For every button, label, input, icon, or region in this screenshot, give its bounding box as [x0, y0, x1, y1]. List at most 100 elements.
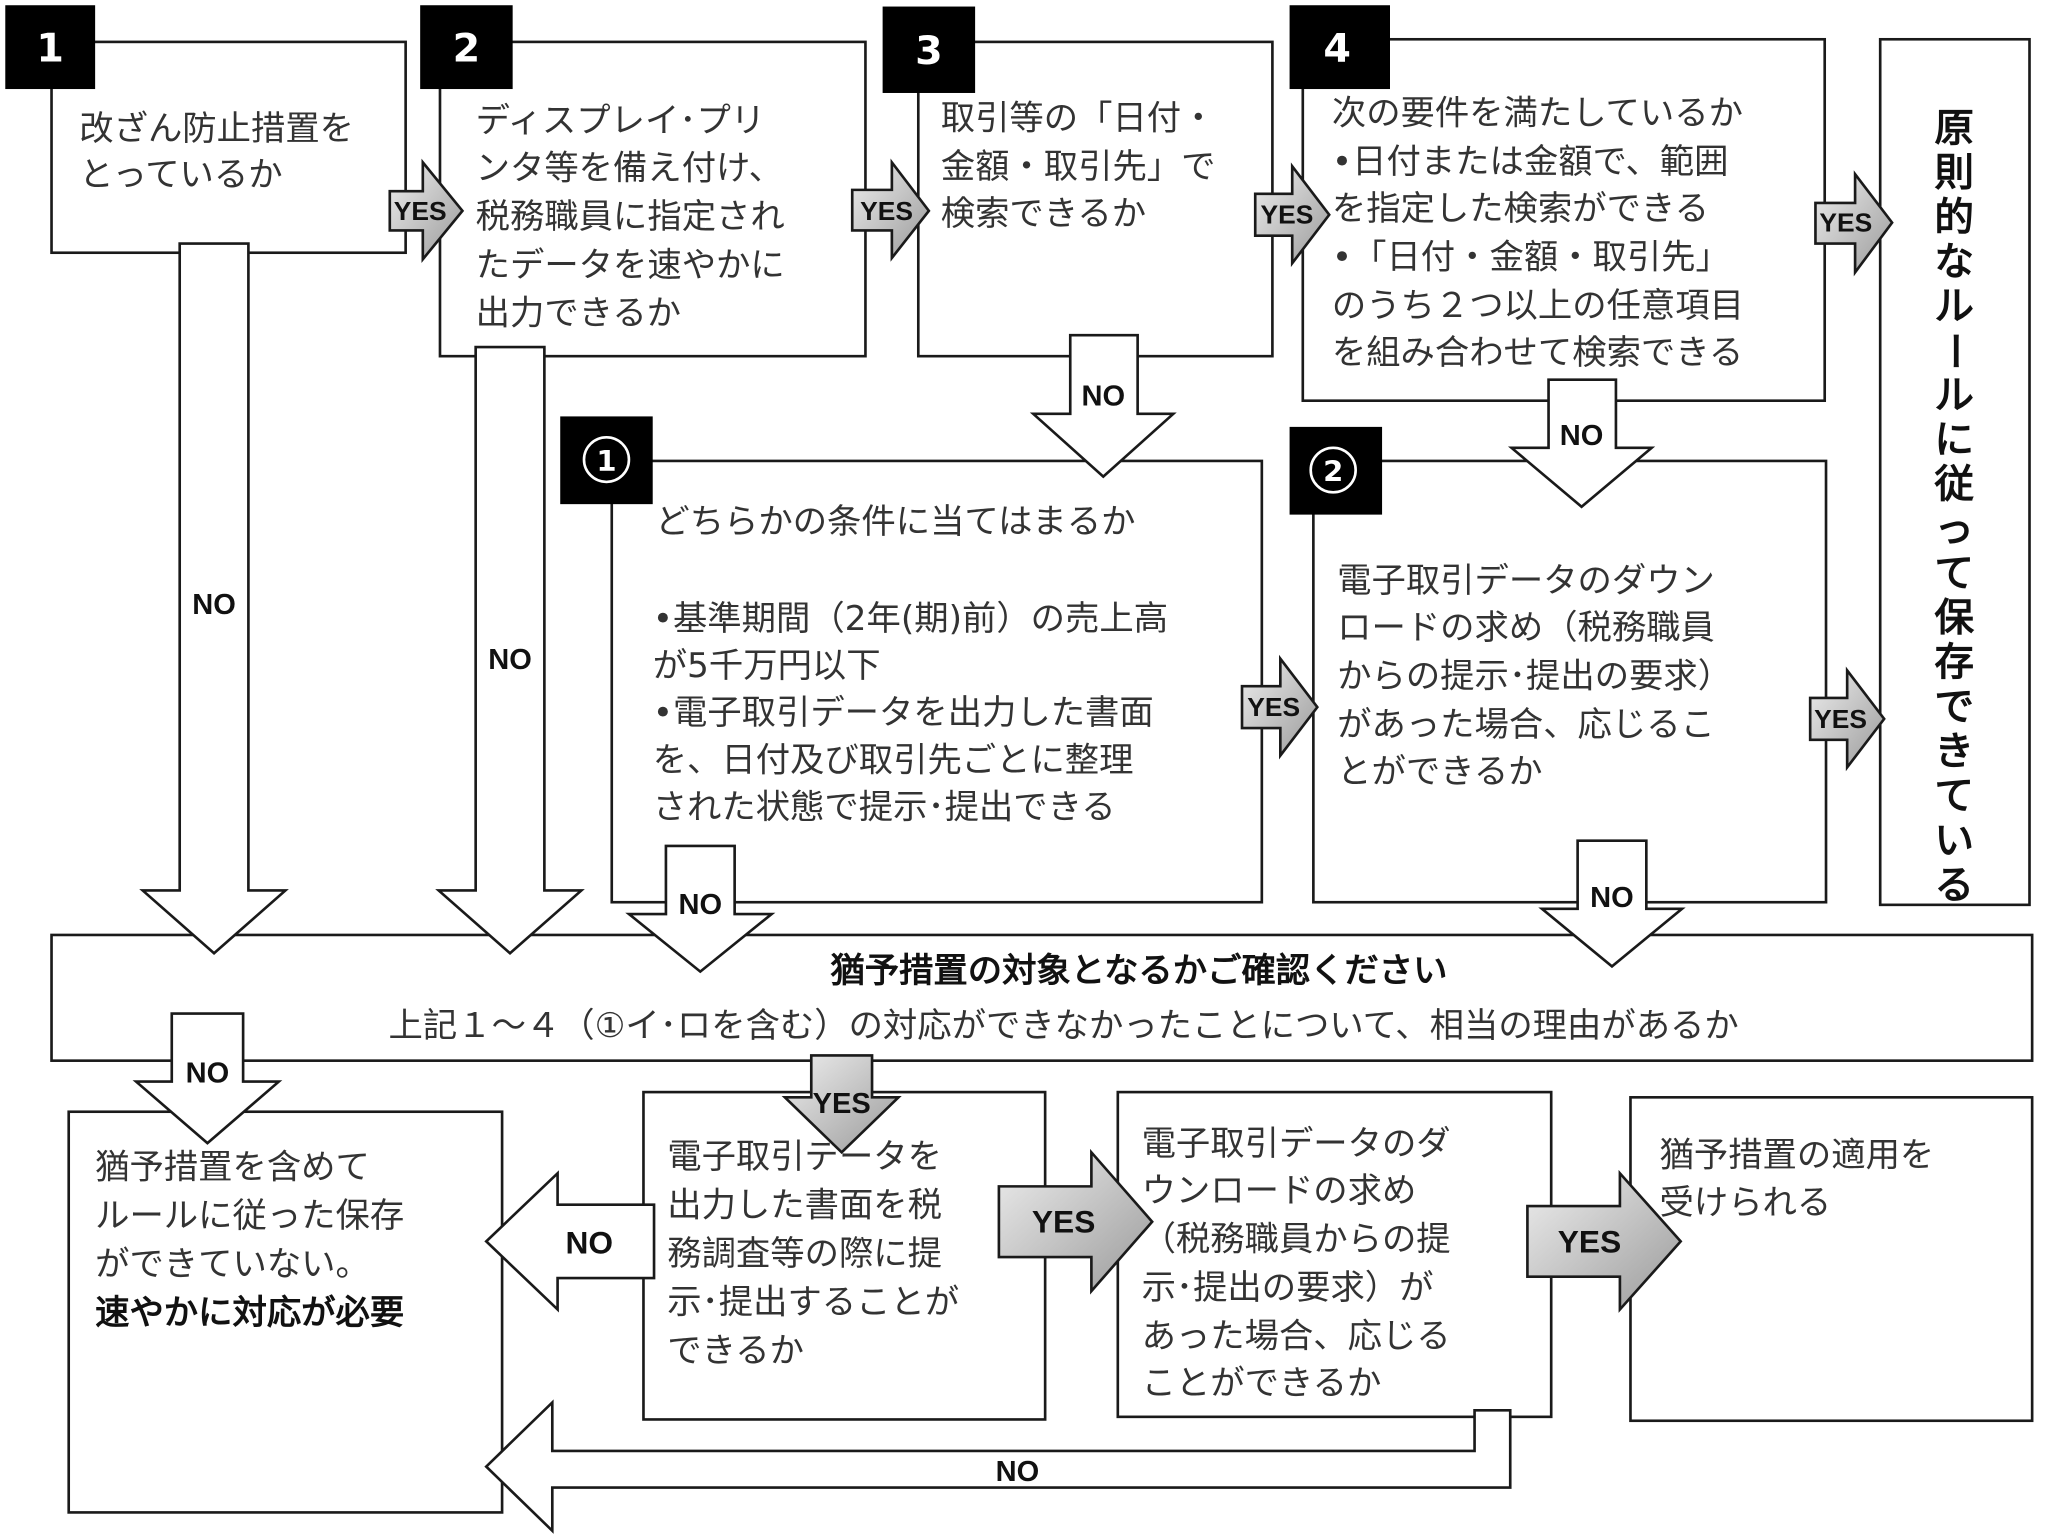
- arrow-grace-no: NO: [132, 1012, 283, 1145]
- result-noncompliant-emphasis: 速やかに対応が必要: [95, 1293, 404, 1333]
- arrow-down-icon: [1538, 839, 1686, 969]
- arrow-label-no: NO: [996, 1456, 1040, 1488]
- result-compliant-char: ル: [1934, 284, 1974, 330]
- arrow-label-yes: YES: [394, 196, 447, 226]
- step-3-badge: [882, 6, 976, 93]
- sub-step-1-text-line: を、日付及び取引先ごとに整理: [653, 740, 1134, 780]
- arrow-label-yes: YES: [1558, 1223, 1621, 1259]
- sub-step-2-text-line: ロードの求め（税務職員: [1337, 608, 1715, 648]
- step-2-box: [438, 40, 867, 358]
- arrow-grace-yes: YES: [781, 1054, 902, 1155]
- sub-step-1-text-line: された状態で提示･提出できる: [653, 788, 1116, 828]
- result-noncompliant-line: 猶予措置を含めて: [95, 1148, 370, 1188]
- step-3-text-line: 検索できるか: [941, 194, 1146, 234]
- result-compliant-char: て: [1934, 551, 1974, 597]
- sub-step-2-badge-number: 2: [1323, 454, 1343, 488]
- result-grace-applied-box: [1629, 1096, 2034, 1423]
- result-compliant-char: ー: [1931, 331, 1977, 370]
- step-4: 4 次の要件を満たしているか •日付または金額で、範囲 を指定した検索ができる …: [1289, 5, 1827, 403]
- sub-step-2-badge-circle: [1309, 446, 1357, 494]
- result-compliant-char: 従: [1933, 462, 1974, 508]
- sub-step-1-badge: [560, 416, 653, 505]
- result-noncompliant-line: ができていない。: [95, 1245, 370, 1285]
- grace-check-title: 猶予措置の対象となるかご確認ください: [830, 951, 1447, 991]
- arrow-down-icon: [435, 345, 585, 956]
- sub-step-2-text-line: 電子取引データのダウン: [1337, 561, 1715, 601]
- arrow-label-no: NO: [488, 644, 532, 676]
- step-2-text-line: たデータを速やかに: [476, 245, 785, 285]
- step-3-box: [916, 40, 1274, 358]
- step-2: 2 ディスプレイ･プリ ンタ等を備え付け、 税務職員に指定され たデータを速やか…: [420, 5, 867, 358]
- sub-step-1-title: どちらかの条件に当てはまるか: [655, 502, 1135, 542]
- arrow-label-yes: YES: [1814, 704, 1867, 734]
- step-1-box: [50, 40, 407, 255]
- sub-step-2-text-line: があった場合、応じるこ: [1337, 705, 1715, 745]
- result-compliant-char: い: [1934, 818, 1974, 864]
- result-grace-applied-line: 猶予措置の適用を: [1660, 1136, 1935, 1176]
- step-1: 1 改ざん防止措置を とっているか: [5, 5, 407, 255]
- arrow-label-no: NO: [1560, 420, 1604, 452]
- step-4-text-line: を指定した検索ができる: [1332, 189, 1709, 229]
- arrow-step4-no: NO: [1507, 378, 1656, 509]
- arrow-step4-yes: YES: [1814, 170, 1894, 277]
- result-compliant-char: 原: [1934, 106, 1974, 152]
- step-3-text-line: 取引等の「日付・: [941, 99, 1216, 139]
- arrow-right-icon: [1526, 1169, 1683, 1313]
- step-1-badge: [5, 5, 96, 90]
- arrow-step3-yes: YES: [1253, 162, 1331, 268]
- arrow-label-yes: YES: [1247, 692, 1300, 722]
- step-1-text-line: 改ざん防止措置を: [79, 109, 354, 149]
- arrow-print-yes: YES: [997, 1148, 1154, 1295]
- step-2-text-line: 税務職員に指定され: [476, 197, 785, 237]
- arrow-label-no: NO: [1590, 882, 1634, 914]
- arrow-download-no: NO: [484, 1399, 1512, 1534]
- sub-step-2-text-line: とができるか: [1337, 752, 1542, 792]
- step-4-text-line: •「日付・金額・取引先」: [1332, 238, 1730, 278]
- arrow-sub1-yes: YES: [1240, 654, 1319, 760]
- download-check-line: あった場合、応じる: [1142, 1317, 1451, 1357]
- download-check-line: 電子取引データのダ: [1142, 1124, 1451, 1164]
- grace-check: 猶予措置の対象となるかご確認ください 上記１～４（①イ･ロを含む）の対応ができな…: [50, 933, 2034, 1062]
- arrow-label-no: NO: [1081, 381, 1125, 413]
- result-compliant-char: で: [1934, 684, 1974, 730]
- download-check: 電子取引データのダ ウンロードの求め （税務職員からの提 示･提出の要求）が あ…: [1116, 1090, 1553, 1419]
- arrow-sub2-yes: YES: [1808, 666, 1886, 772]
- result-compliant-char: き: [1934, 729, 1974, 775]
- step-4-text-line: のうち２つ以上の任意項目: [1332, 286, 1744, 326]
- arrow-left-icon: [484, 1399, 1512, 1534]
- arrow-label-yes: YES: [1261, 200, 1314, 230]
- sub-step-1-text-line: が5千万円以下: [653, 646, 881, 686]
- result-compliant-char: る: [1934, 862, 1974, 908]
- sub-step-1-badge-number: 1: [596, 444, 616, 478]
- arrow-step2-no: NO: [435, 345, 585, 956]
- result-compliant-box: [1878, 37, 2031, 907]
- result-grace-applied: 猶予措置の適用を 受けられる: [1629, 1096, 2034, 1423]
- arrow-down-icon: [132, 1012, 283, 1145]
- step-1-badge-number: 1: [36, 26, 64, 72]
- result-compliant-char: っ: [1934, 506, 1974, 552]
- arrow-down-icon: [1507, 378, 1656, 509]
- arrow-label-no: NO: [192, 589, 236, 621]
- arrow-down-icon: [781, 1054, 902, 1155]
- sub-step-1-text-line: •基準期間（2年(期)前）の売上高: [653, 599, 1168, 639]
- result-compliant-char: て: [1934, 773, 1974, 819]
- result-compliant-char: に: [1934, 417, 1974, 463]
- result-noncompliant: 猶予措置を含めて ルールに従った保存 ができていない。 速やかに対応が必要: [67, 1110, 504, 1514]
- arrow-download-yes: YES: [1526, 1169, 1683, 1313]
- arrow-left-icon: [484, 1170, 656, 1313]
- arrow-label-no: NO: [678, 889, 722, 921]
- arrow-right-icon: [850, 158, 931, 262]
- result-grace-applied-line: 受けられる: [1660, 1183, 1832, 1223]
- step-2-badge-number: 2: [453, 26, 481, 72]
- arrow-right-icon: [1814, 170, 1894, 277]
- print-check-line: できるか: [667, 1331, 804, 1371]
- result-compliant-char: 存: [1934, 640, 1974, 686]
- arrow-step2-yes: YES: [850, 158, 931, 262]
- step-2-text-line: ンタ等を備え付け、: [476, 149, 783, 189]
- grace-check-box: [50, 933, 2034, 1062]
- result-compliant-char: 的: [1934, 195, 1974, 241]
- grace-check-question: 上記１～４（①イ･ロを含む）の対応ができなかったことについて、相当の理由があるか: [389, 1006, 1739, 1046]
- arrow-step3-no: NO: [1029, 333, 1177, 479]
- download-check-line: （税務職員からの提: [1142, 1220, 1451, 1260]
